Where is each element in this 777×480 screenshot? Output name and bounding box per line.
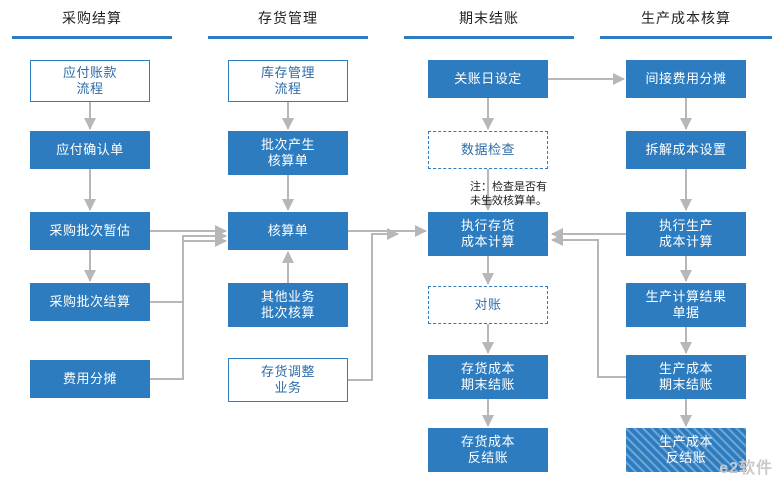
node-inventory-cost-unclose[interactable]: 存货成本 反结账 [428, 428, 548, 472]
node-accounts-payable-flow[interactable]: 应付账款 流程 [30, 60, 150, 102]
column-rule-3 [600, 36, 772, 39]
node-disassembly-cost-setting[interactable]: 拆解成本设置 [626, 131, 746, 169]
column-rule-1 [208, 36, 368, 39]
node-inventory-management-flow[interactable]: 库存管理 流程 [228, 60, 348, 102]
node-production-cost-period-close[interactable]: 生产成本 期末结账 [626, 355, 746, 399]
node-run-production-cost-calc[interactable]: 执行生产 成本计算 [626, 212, 746, 256]
column-title-1: 存货管理 [258, 10, 318, 26]
column-rule-2 [404, 36, 574, 39]
node-costing-document[interactable]: 核算单 [228, 212, 348, 250]
node-purchase-batch-settlement[interactable]: 采购批次结算 [30, 283, 150, 321]
node-other-business-batch-costing[interactable]: 其他业务 批次核算 [228, 283, 348, 327]
data-check-note: 注：检查是否有 未生效核算单。 [470, 181, 547, 207]
column-title-2: 期末结账 [459, 10, 519, 26]
node-inventory-adjustment[interactable]: 存货调整 业务 [228, 358, 348, 402]
node-production-cost-unclose[interactable]: 生产成本 反结账 [626, 428, 746, 472]
watermark: e2软件 [719, 460, 773, 477]
node-run-inventory-cost-calc[interactable]: 执行存货 成本计算 [428, 212, 548, 256]
node-payable-confirmation[interactable]: 应付确认单 [30, 131, 150, 169]
node-production-calc-result-doc[interactable]: 生产计算结果 单据 [626, 283, 746, 327]
node-batch-generate-costing-doc[interactable]: 批次产生 核算单 [228, 131, 348, 175]
column-title-0: 采购结算 [62, 10, 122, 26]
node-closing-date-setting[interactable]: 关账日设定 [428, 60, 548, 98]
node-reconciliation[interactable]: 对账 [428, 286, 548, 324]
node-data-check[interactable]: 数据检查 [428, 131, 548, 169]
node-expense-allocation[interactable]: 费用分摊 [30, 360, 150, 398]
node-indirect-cost-allocation[interactable]: 间接费用分摊 [626, 60, 746, 98]
column-title-3: 生产成本核算 [641, 10, 731, 26]
node-inventory-cost-period-close[interactable]: 存货成本 期末结账 [428, 355, 548, 399]
node-purchase-batch-estimate[interactable]: 采购批次暂估 [30, 212, 150, 250]
column-rule-0 [12, 36, 172, 39]
